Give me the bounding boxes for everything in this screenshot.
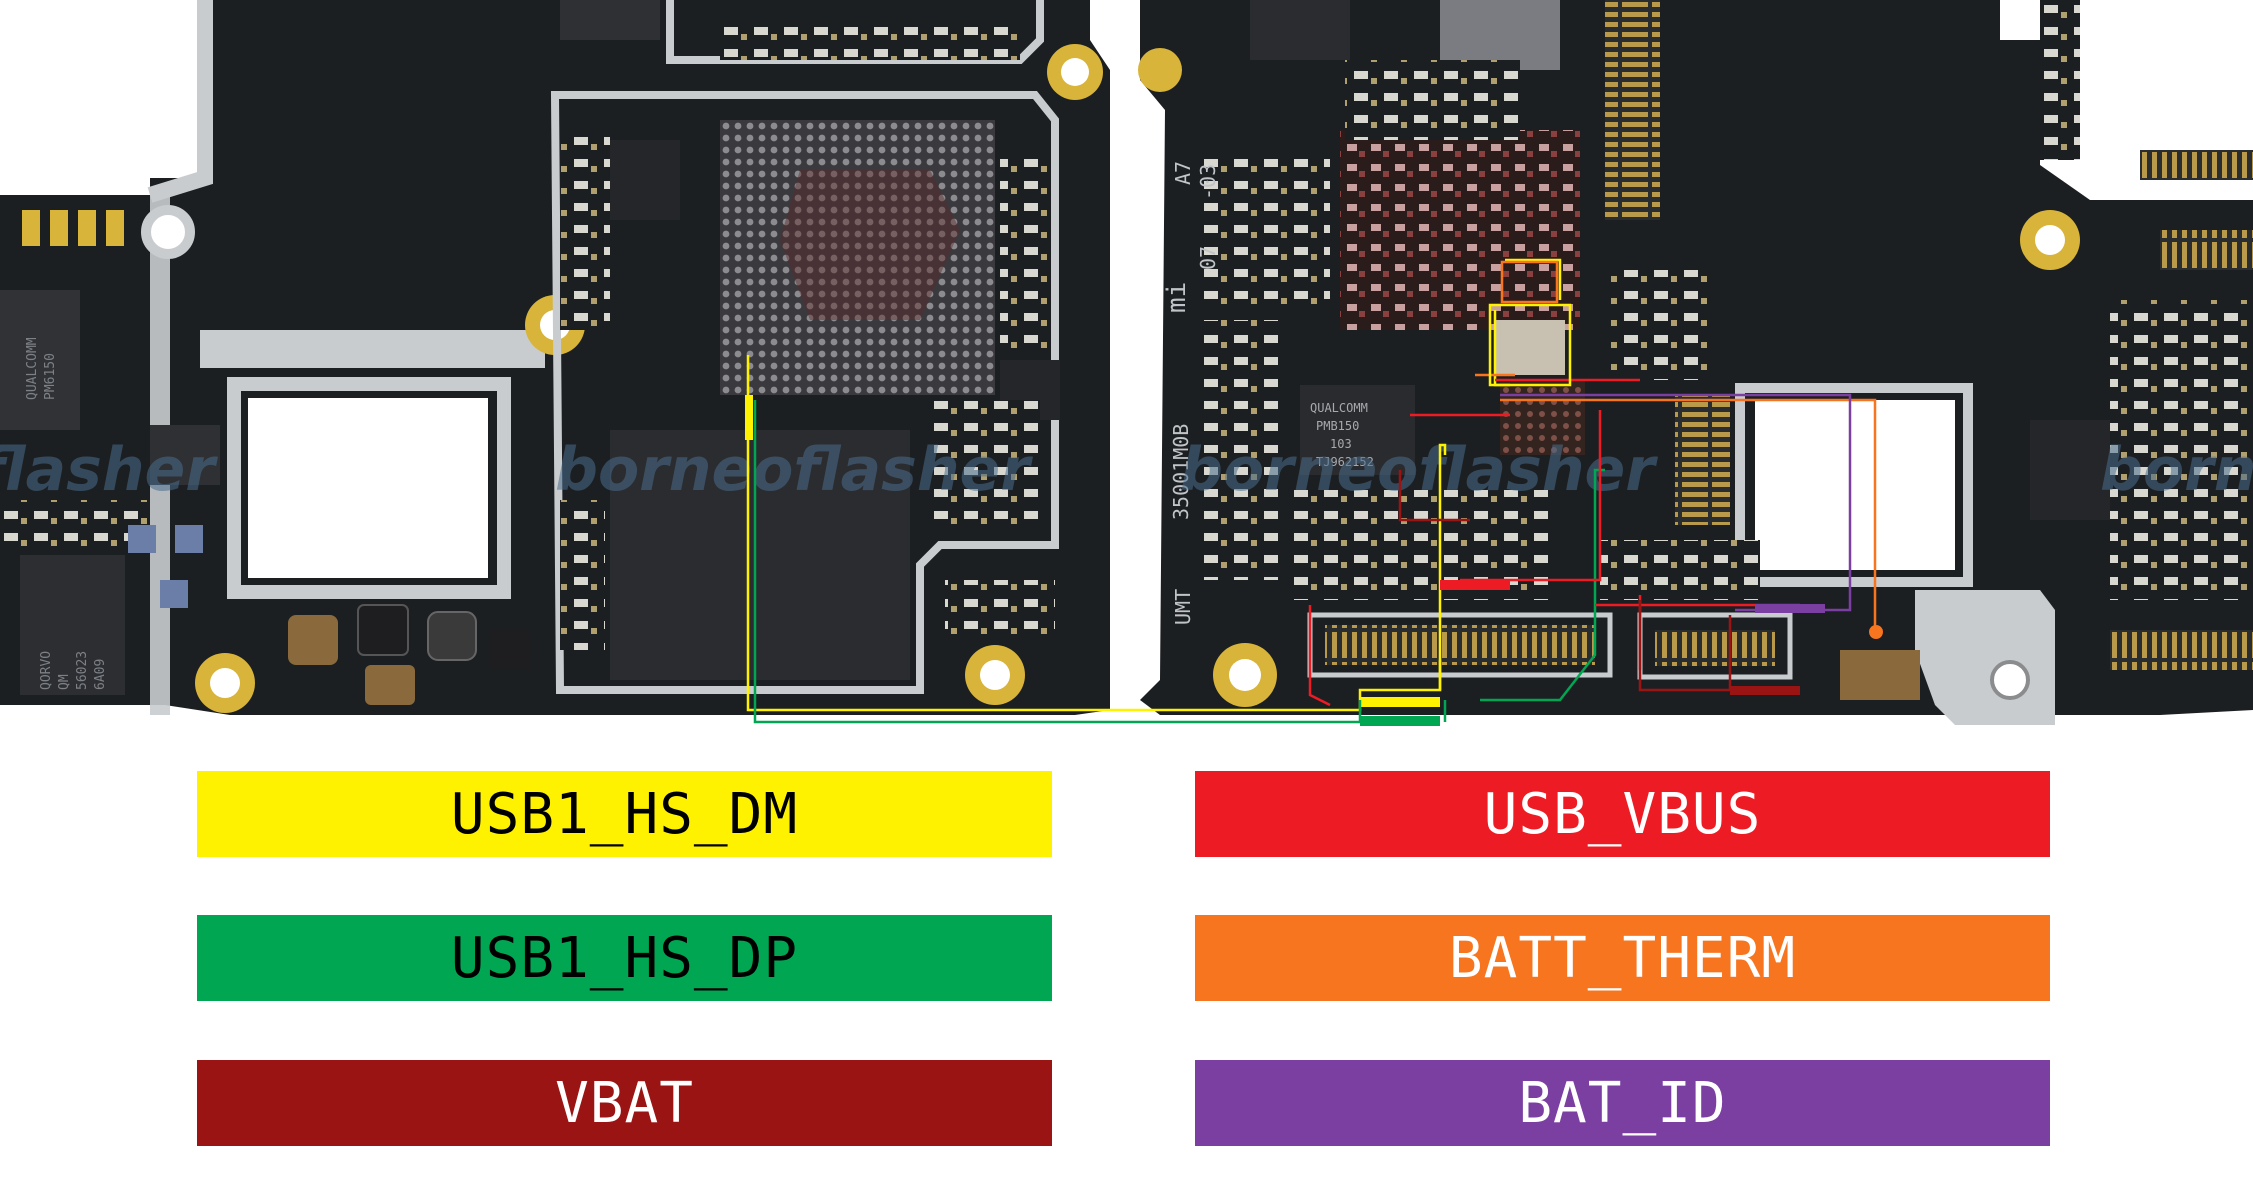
pcb-code-text: 35001M0B [1169, 424, 1193, 520]
trace-usb1-hs-dm-stub [745, 395, 753, 440]
legend-label-usb1-hs-dm: USB1_HS_DM [450, 781, 799, 847]
highlight-top-cap [1500, 260, 1559, 304]
trace-vbat [1398, 470, 1732, 692]
chip-qorvo-text-4: 6A09 [93, 659, 108, 690]
trace-batt-therm [1475, 373, 1877, 630]
legend-usb-vbus: USB_VBUS [1195, 771, 2050, 857]
left-board: QUALCOMM PM6150 QORVO QM 56023 6A09 [0, 0, 1110, 715]
mi-logo-text: mi [1162, 282, 1192, 313]
board-mark-text: UMT [1171, 589, 1195, 625]
watermark-left: borneoflasher [0, 435, 218, 505]
ic-marking-line-1: QUALCOMM [1310, 401, 1368, 415]
trace-vbat-tag [1730, 686, 1800, 695]
trace-bat-id-tag [1755, 604, 1825, 613]
chip-qorvo-text-3: 56023 [75, 651, 90, 690]
trace-usb1-hs-dm-tag [1360, 697, 1440, 707]
ic-marking-line-3: 103 [1330, 437, 1352, 451]
rev-mark-07: 07 [1196, 246, 1220, 270]
legend-label-usb1-hs-dp: USB1_HS_DP [450, 925, 799, 991]
rev-mark-03: -03 [1196, 164, 1220, 200]
trace-usb1-hs-dp [753, 400, 1605, 724]
ic-marking-line-2: PMB150 [1316, 419, 1359, 433]
right-board: QUALCOMM PMB150 103 TJ962152 A7 07 -03 [1138, 0, 2253, 725]
rev-mark-a7: A7 [1171, 161, 1195, 185]
legend-label-vbat: VBAT [555, 1070, 694, 1136]
pcb-board-photo: QUALCOMM PM6150 QORVO QM 56023 6A09 [0, 0, 2253, 726]
legend-label-bat-id: BAT_ID [1518, 1070, 1727, 1136]
watermark-center-right: borneoflasher [1180, 435, 1658, 505]
trace-usb-vbus-tag [1440, 580, 1510, 590]
legend-usb1-hs-dm: USB1_HS_DM [197, 771, 1052, 857]
trace-usb1-hs-dp-tag [1360, 716, 1440, 726]
chip-qorvo-text-1: QORVO [39, 651, 54, 690]
legend-usb1-hs-dp: USB1_HS_DP [197, 915, 1052, 1001]
watermark-right: borneoflasher [2100, 435, 2253, 505]
legend-vbat: VBAT [197, 1060, 1052, 1146]
trace-batt-therm-pad [1869, 625, 1883, 639]
chip-left-text-2: PM6150 [43, 353, 58, 400]
watermark-center-left: borneoflasher [555, 435, 1033, 505]
chip-left-text-1: QUALCOMM [25, 337, 40, 400]
legend-batt-therm: BATT_THERM [1195, 915, 2050, 1001]
highlight-charger-ic [1488, 303, 1572, 387]
legend-label-usb-vbus: USB_VBUS [1483, 781, 1762, 847]
legend-label-batt-therm: BATT_THERM [1448, 925, 1797, 991]
chip-qorvo-text-2: QM [57, 674, 72, 690]
legend-bat-id: BAT_ID [1195, 1060, 2050, 1146]
ic-marking-line-4: TJ962152 [1316, 455, 1374, 469]
